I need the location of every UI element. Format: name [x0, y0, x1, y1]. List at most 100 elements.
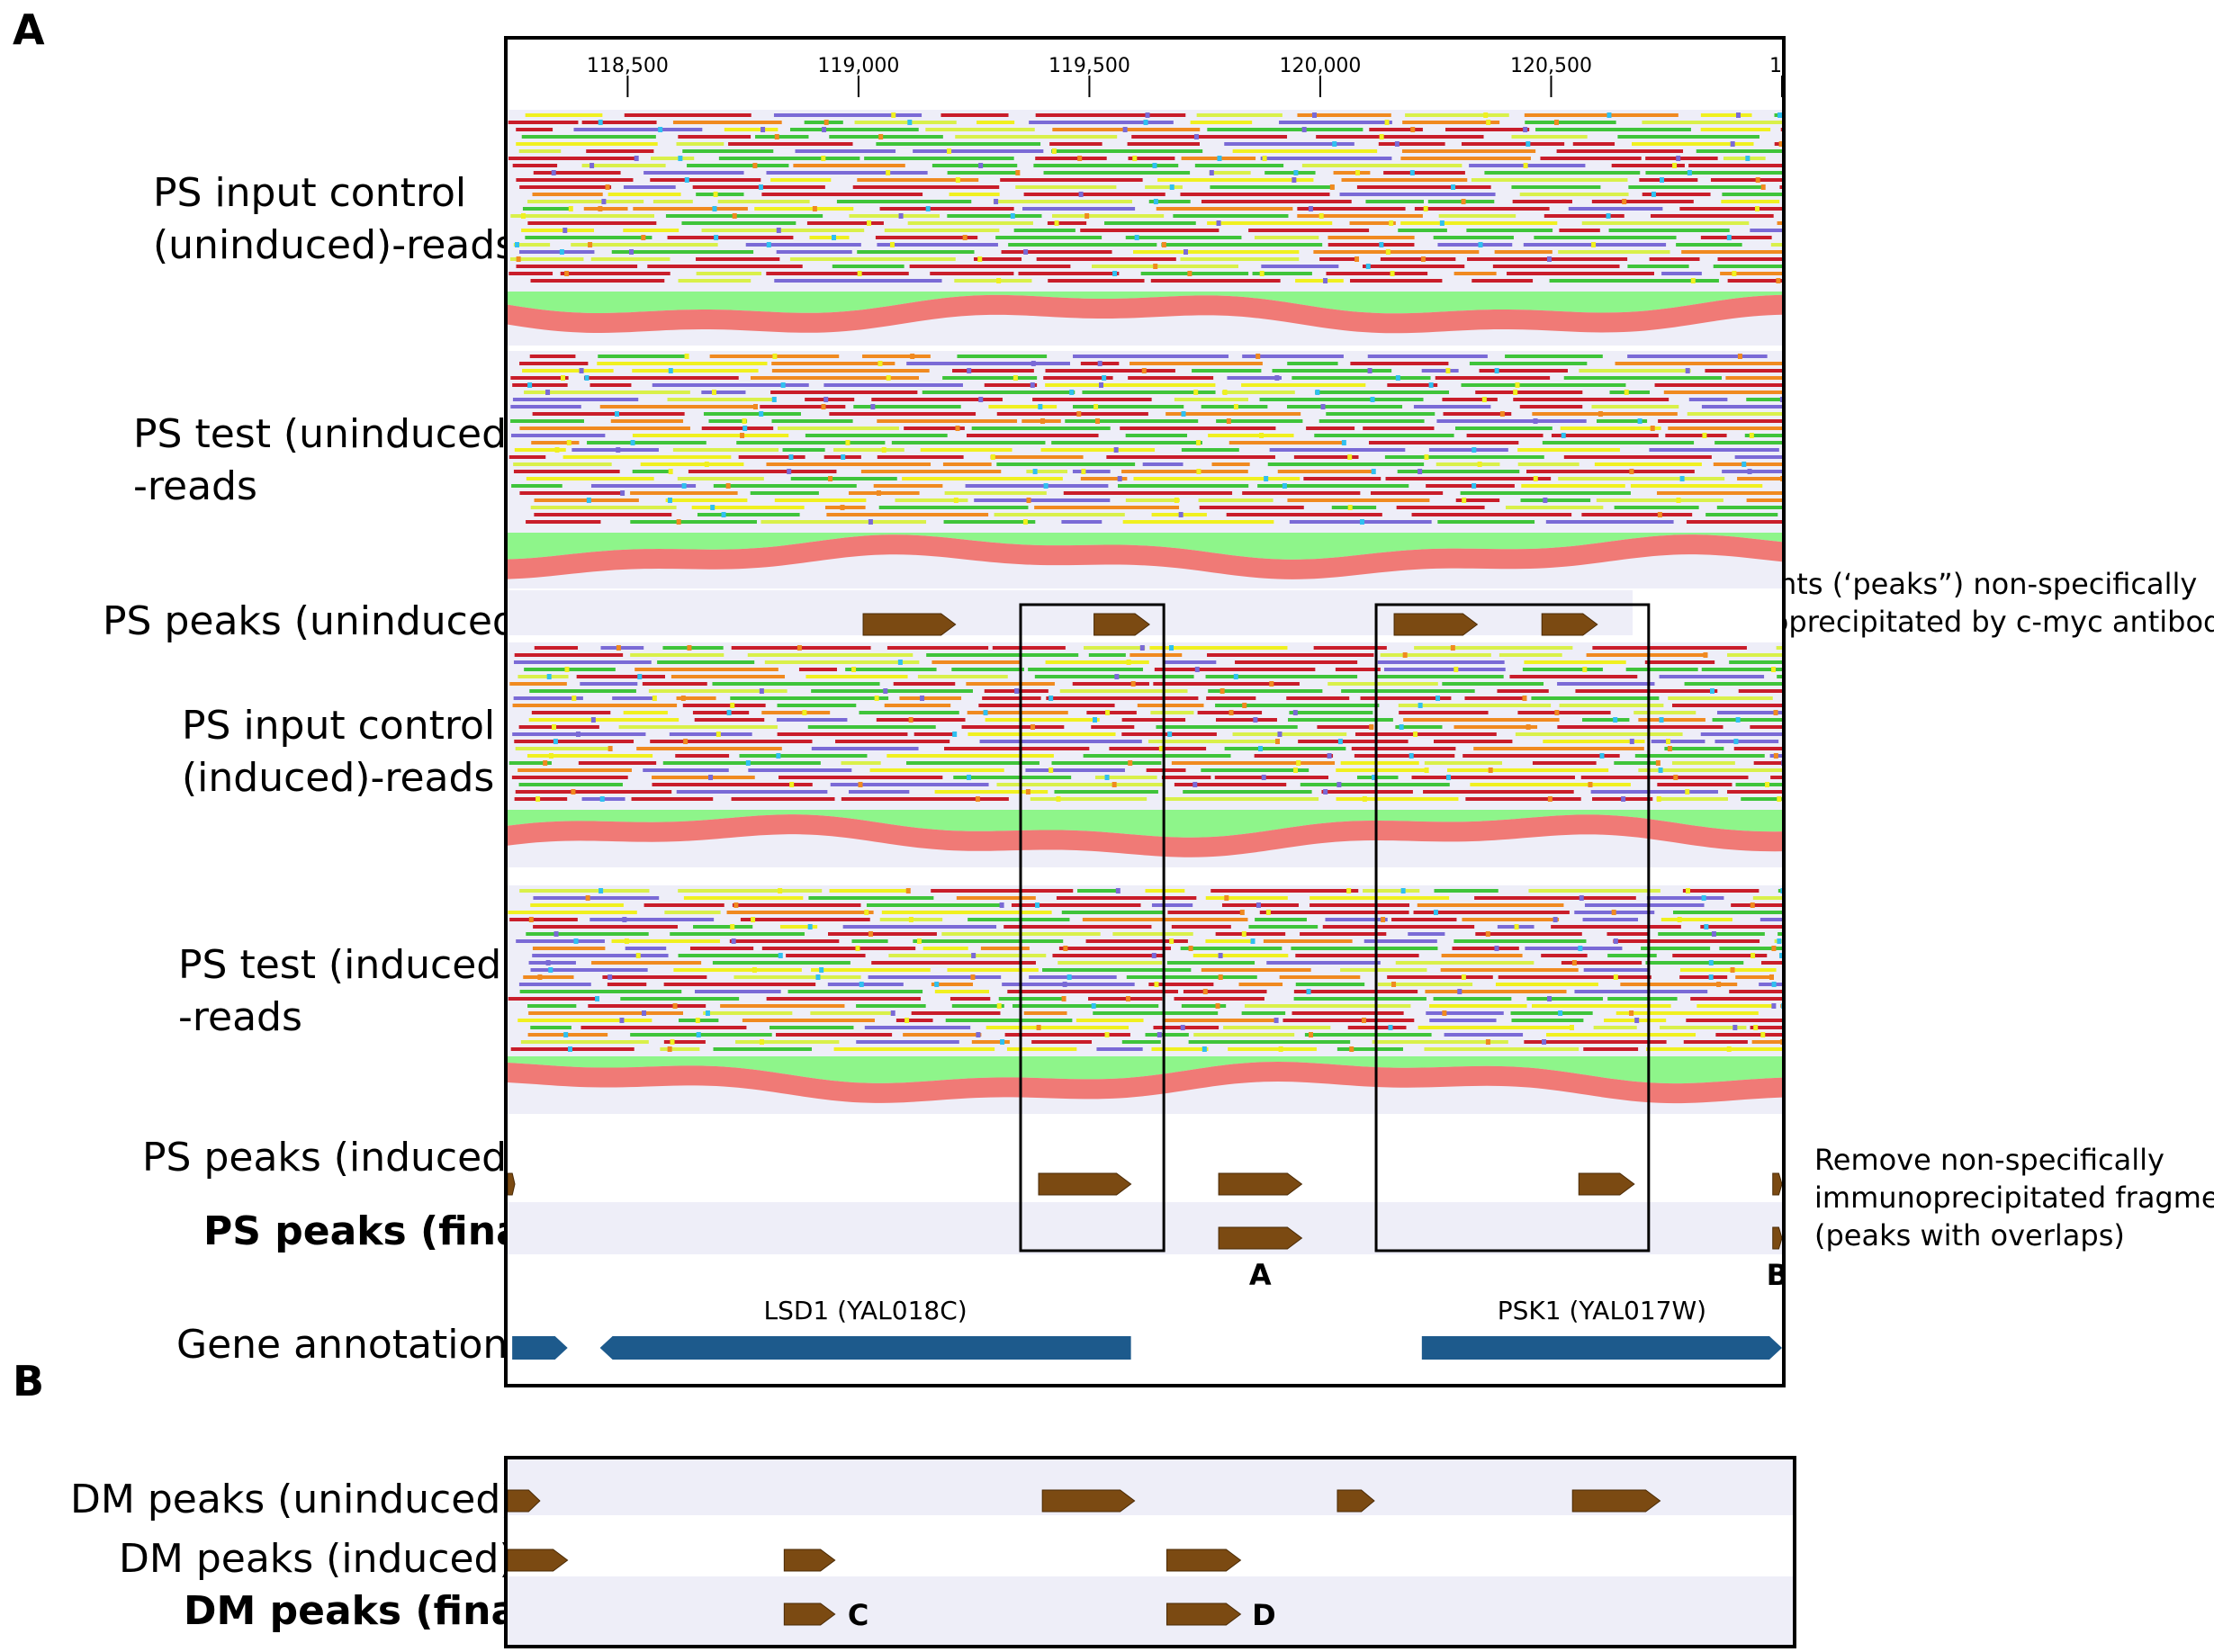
mismatch [1256, 902, 1261, 908]
mismatch [1301, 127, 1307, 132]
mismatch [1582, 667, 1588, 672]
mismatch [1077, 156, 1083, 161]
mismatch [796, 645, 802, 651]
peak-dm-final [1166, 1603, 1242, 1626]
mismatch [1777, 938, 1782, 944]
mismatch [970, 974, 976, 980]
mismatch [1650, 426, 1655, 431]
mismatch [1410, 127, 1416, 132]
mismatch [527, 382, 533, 388]
coverage-green [508, 292, 1782, 314]
mismatch [1771, 667, 1777, 672]
mismatch [977, 256, 983, 262]
peak-ps-induced [1578, 1172, 1635, 1196]
mismatch [1153, 199, 1158, 204]
mismatch [725, 483, 731, 489]
mismatch [630, 440, 635, 445]
mismatch [1347, 454, 1353, 460]
mismatch [1296, 760, 1301, 766]
mismatch [845, 440, 850, 445]
mismatch [1161, 242, 1166, 247]
mismatch [1030, 361, 1036, 366]
mismatch [1708, 960, 1714, 965]
mismatch [1446, 775, 1452, 780]
mismatch [859, 982, 864, 987]
mismatch [696, 1032, 701, 1037]
mismatch [1169, 938, 1174, 944]
mismatch [760, 127, 766, 132]
mismatch [908, 917, 914, 922]
label-dm-peaks-uninduced: DM peaks (uninduced) [70, 1477, 517, 1522]
mismatch [1202, 989, 1208, 994]
mismatch [1613, 974, 1618, 980]
mismatch [1598, 411, 1603, 417]
mismatch [952, 732, 958, 737]
mismatch [1730, 967, 1735, 973]
mismatch [1104, 1032, 1110, 1037]
panel-a-frame [504, 36, 1786, 1387]
mismatch [1533, 476, 1538, 481]
mismatch [1359, 519, 1364, 525]
mismatch [878, 134, 884, 139]
mismatch [1676, 498, 1681, 503]
mismatch [1569, 1025, 1574, 1030]
mismatch [1051, 148, 1057, 154]
mismatch [1320, 404, 1326, 409]
mismatch [1139, 645, 1145, 651]
mismatch [1542, 1039, 1547, 1045]
mismatch [1621, 796, 1626, 802]
gene-feature [599, 1336, 1131, 1360]
mismatch [996, 278, 1002, 283]
mismatch [1776, 278, 1781, 283]
mismatch [1765, 782, 1770, 787]
mismatch [1655, 760, 1660, 766]
mismatch [759, 411, 764, 417]
peak-label: C [848, 1598, 868, 1632]
mismatch [978, 397, 984, 402]
mismatch [1685, 888, 1690, 893]
overlap-box [1374, 603, 1651, 1252]
mismatch [680, 696, 686, 701]
mismatch [1258, 746, 1264, 751]
mismatch [1732, 1025, 1738, 1030]
mismatch [840, 505, 845, 510]
mismatch [616, 447, 621, 453]
mismatch [976, 1032, 981, 1037]
mismatch [1239, 910, 1245, 915]
mismatch [1253, 717, 1258, 723]
mismatch [1672, 163, 1678, 168]
mismatch [1552, 917, 1558, 922]
mismatch [1629, 1010, 1634, 1016]
mismatch [683, 739, 688, 744]
peak-dm-induced [1166, 1549, 1242, 1572]
reads-ps-input-induced [508, 642, 1786, 867]
mismatch [1022, 519, 1028, 525]
mismatch [1418, 469, 1423, 474]
mismatch [1081, 469, 1086, 474]
mismatch [1483, 112, 1489, 118]
mismatch [1726, 235, 1732, 240]
mismatch [1702, 433, 1707, 438]
mismatch [1277, 732, 1282, 737]
mismatch [752, 404, 758, 409]
mismatch [598, 206, 603, 211]
mismatch [1084, 213, 1090, 219]
mismatch [1132, 156, 1138, 161]
mismatch [1760, 1032, 1766, 1037]
overlap-boxes [1019, 603, 1651, 1252]
mismatch [1032, 469, 1038, 474]
mismatch [1000, 1039, 1005, 1045]
mismatch [1292, 177, 1297, 183]
mismatch [608, 746, 613, 751]
mismatch [1486, 120, 1491, 125]
mismatch [1215, 1003, 1220, 1009]
mismatch [881, 447, 886, 453]
mismatch [908, 717, 914, 723]
mismatch [821, 156, 826, 161]
mismatch [788, 454, 794, 460]
mismatch [824, 120, 829, 125]
gene-feature [1421, 1336, 1782, 1360]
mismatch [1187, 271, 1192, 276]
